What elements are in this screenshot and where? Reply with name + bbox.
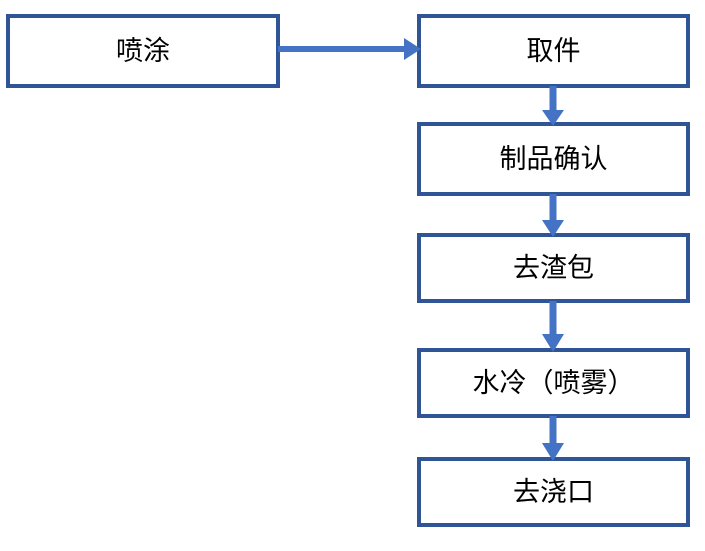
flow-node-label: 制品确认 — [499, 143, 608, 175]
flow-node-product-confirmation[interactable]: 制品确认 — [417, 122, 690, 196]
flow-node-spray[interactable]: 喷涂 — [6, 14, 280, 88]
flow-node-pickup[interactable]: 取件 — [417, 14, 690, 88]
flow-node-degate[interactable]: 去浇口 — [417, 457, 690, 527]
flow-node-label: 去浇口 — [513, 476, 594, 508]
flow-arrow-watercool-to-degate — [542, 416, 564, 461]
flow-node-label: 去渣包 — [513, 252, 594, 284]
flow-arrow-spray-to-pickup — [278, 38, 421, 60]
arrowhead-down-icon — [542, 443, 564, 461]
flow-node-label: 水冷（喷雾） — [472, 367, 635, 399]
flow-node-deslag[interactable]: 去渣包 — [417, 233, 690, 303]
flow-arrow-deslag-to-watercool — [542, 301, 564, 352]
arrowhead-down-icon — [542, 110, 564, 126]
flow-node-label: 取件 — [526, 35, 581, 67]
flow-arrow-confirm-to-deslag — [542, 194, 564, 237]
arrowhead-down-icon — [542, 334, 564, 352]
arrowhead-right-icon — [404, 38, 421, 60]
flow-node-water-cooling-spray[interactable]: 水冷（喷雾） — [417, 348, 690, 418]
arrowhead-down-icon — [542, 220, 564, 237]
flow-node-label: 喷涂 — [116, 35, 170, 67]
flow-arrow-pickup-to-confirm — [542, 86, 564, 126]
